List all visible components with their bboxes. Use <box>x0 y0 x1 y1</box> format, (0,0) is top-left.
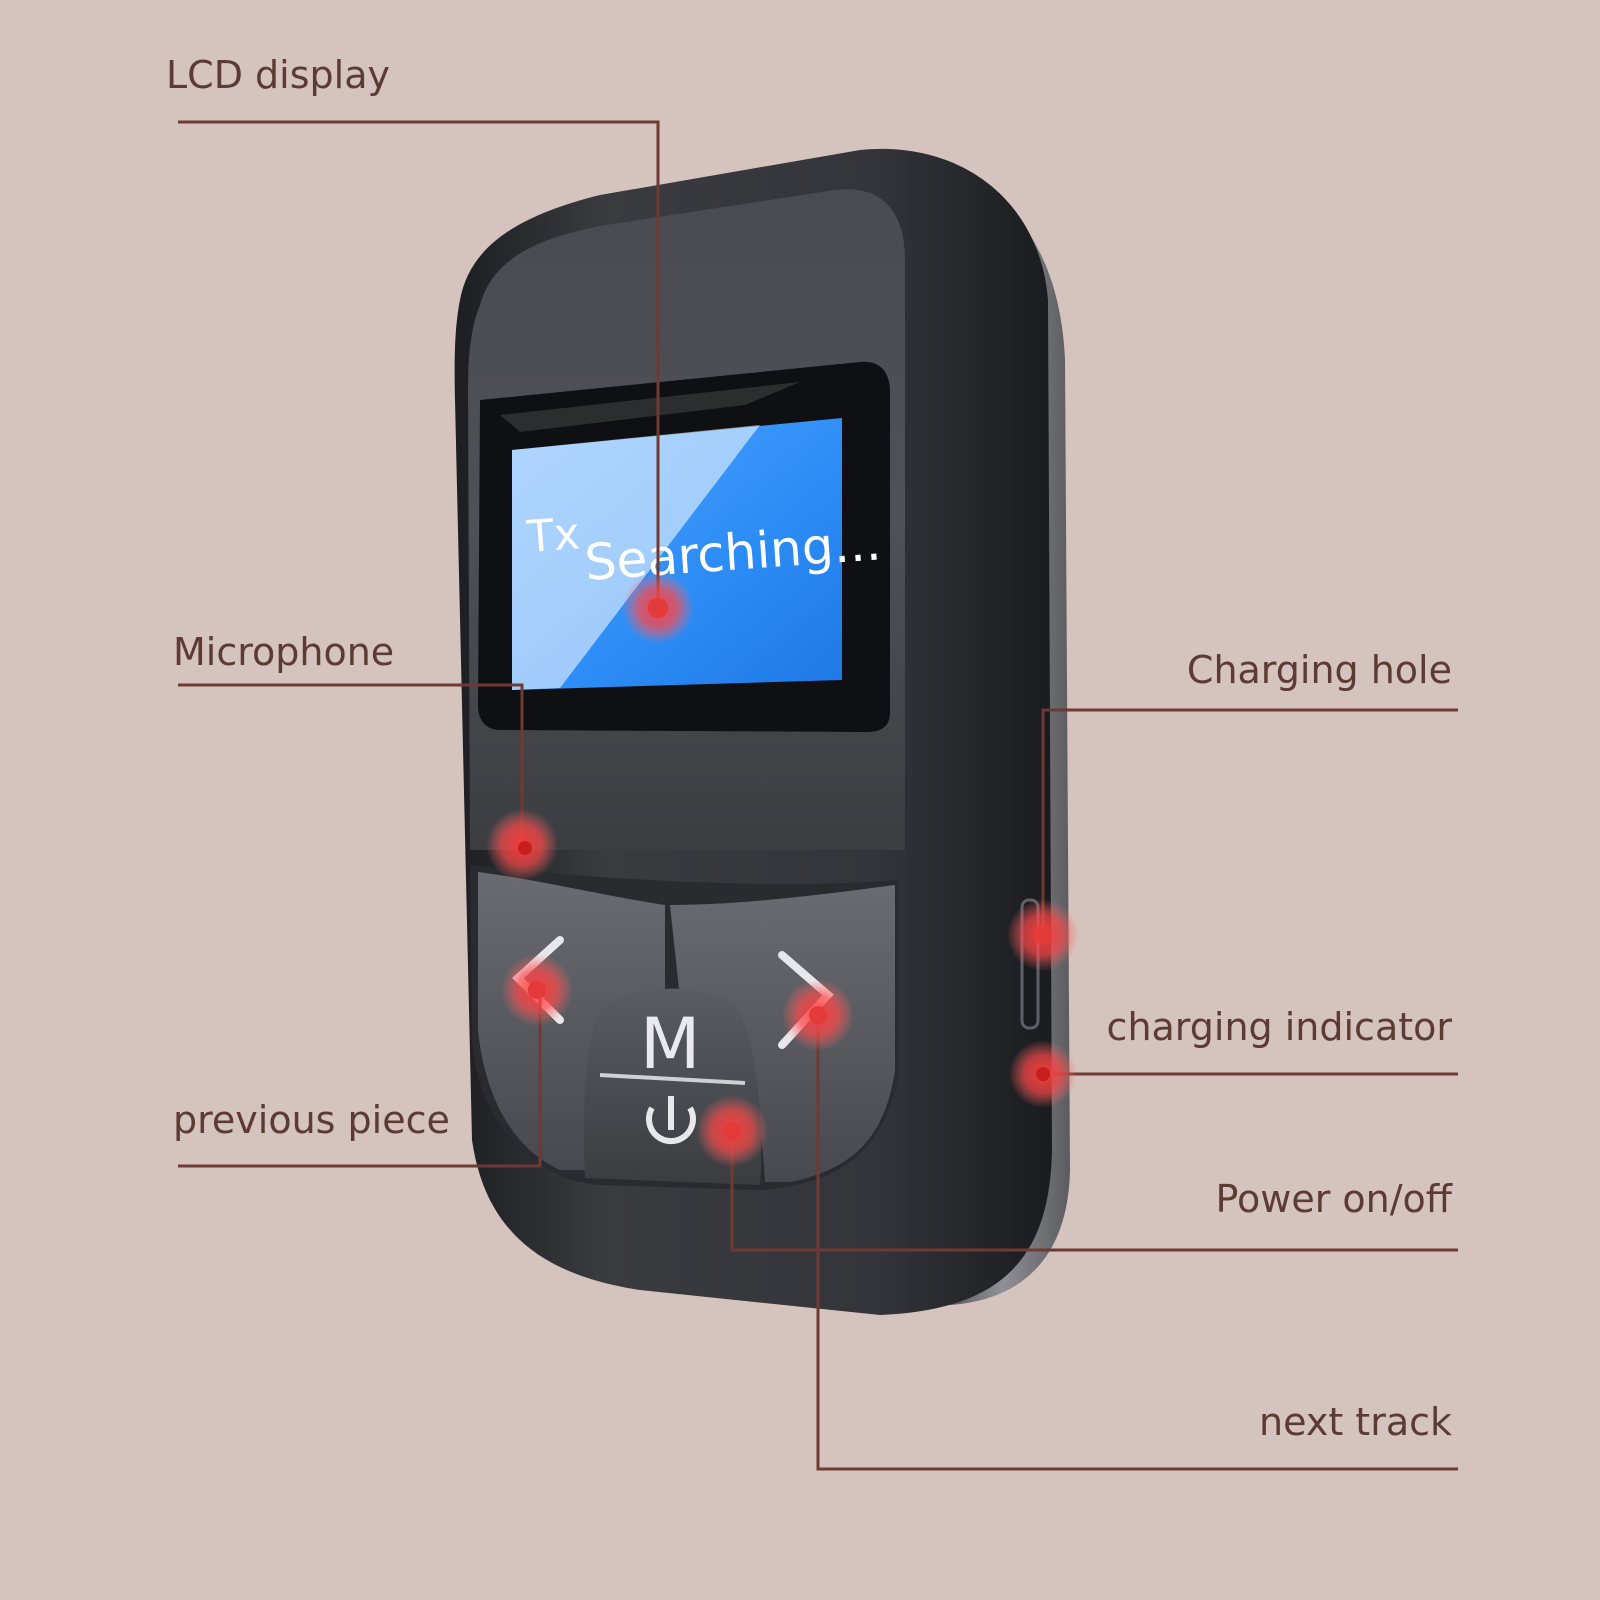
label-lcd-display: LCD display <box>166 53 390 97</box>
leader-charging-hole <box>1041 708 1458 935</box>
label-previous-piece: previous piece <box>173 1098 450 1142</box>
marker-previous-piece <box>501 954 573 1026</box>
mode-button-label: M <box>640 1003 700 1085</box>
marker-charging-hole <box>1007 899 1079 971</box>
label-power: Power on/off <box>1215 1177 1452 1221</box>
label-microphone: Microphone <box>173 630 394 674</box>
lcd-screen: Tx Searching... <box>478 361 890 732</box>
next-button[interactable] <box>670 885 895 1182</box>
bezel-glare <box>500 382 800 432</box>
markers <box>486 572 1079 1167</box>
button-cluster: M <box>470 865 898 1190</box>
mode-button-divider <box>599 1073 746 1085</box>
label-next-track: next track <box>1259 1400 1452 1444</box>
marker-next-track <box>782 979 854 1051</box>
leader-lcd-display <box>178 120 660 608</box>
marker-power <box>696 1095 768 1167</box>
label-charging-indicator: charging indicator <box>1107 1005 1453 1049</box>
leader-power <box>730 1131 1458 1252</box>
screen-mode-text: Tx <box>524 508 581 563</box>
screen-glare <box>512 425 760 690</box>
label-charging-hole: Charging hole <box>1187 648 1452 692</box>
leader-previous-piece <box>178 985 542 1168</box>
callout-labels: LCD display Microphone previous piece Ch… <box>166 53 1453 1444</box>
marker-charging-indicator <box>1009 1040 1077 1108</box>
marker-lcd-display <box>622 572 694 644</box>
leader-next-track <box>816 1015 1458 1471</box>
marker-microphone <box>486 809 558 881</box>
prev-button[interactable] <box>478 872 665 1170</box>
leader-microphone <box>178 683 524 848</box>
leader-lines <box>178 120 1458 1471</box>
power-icon <box>646 1096 696 1145</box>
